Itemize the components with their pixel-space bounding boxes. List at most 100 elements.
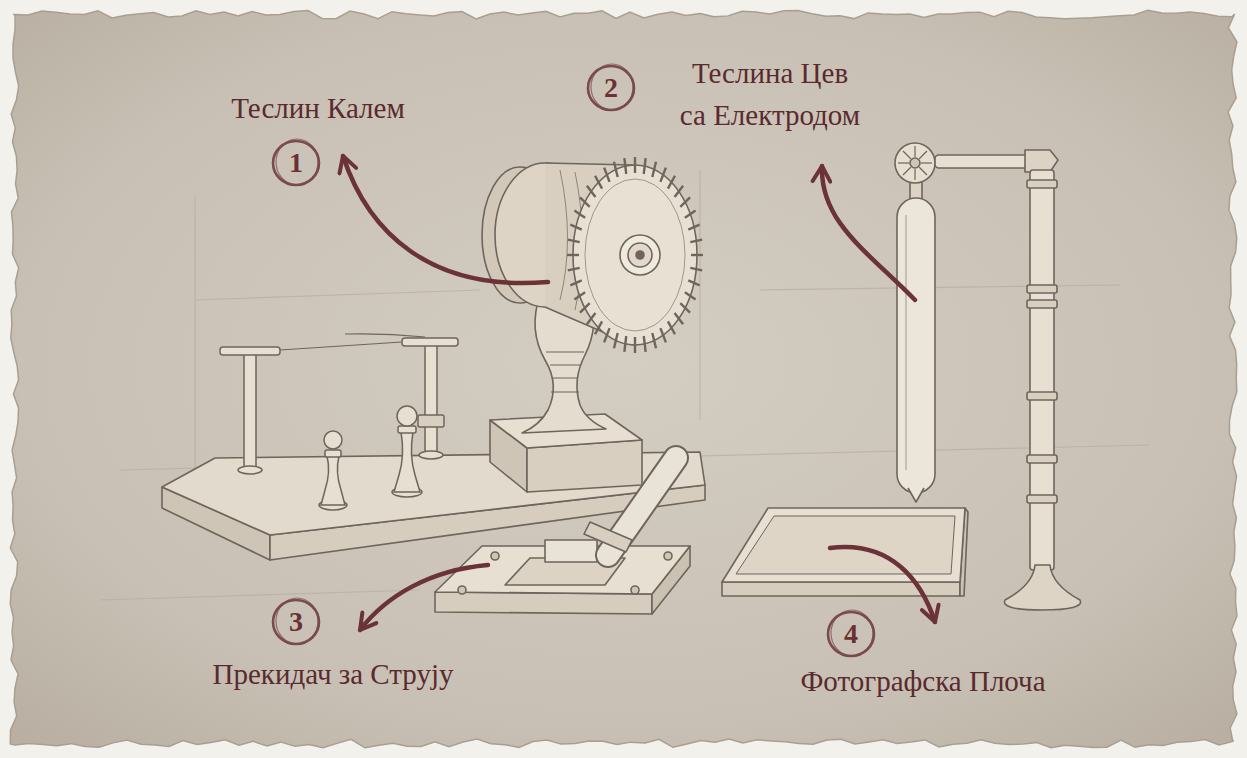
coil-teeth <box>660 168 665 182</box>
circle-outline <box>276 139 318 185</box>
electrode-pawns <box>325 450 341 457</box>
electrode-pawns <box>394 432 420 492</box>
electrode-pawns <box>319 406 422 510</box>
coil-teeth <box>574 292 585 299</box>
callout-number: 2 <box>604 74 618 102</box>
callout-circle: 4 <box>826 609 876 659</box>
electrode-spokes <box>919 151 927 159</box>
binding-posts <box>402 338 458 346</box>
tube-stand <box>935 150 1081 610</box>
coil-teeth <box>660 328 665 342</box>
tube-stand <box>1027 392 1057 400</box>
callout-number: 3 <box>289 608 303 636</box>
power-switch <box>631 586 639 594</box>
power-switch <box>458 586 466 594</box>
tube-stand <box>1030 170 1054 570</box>
tesla-coil <box>620 235 660 275</box>
power-switch <box>584 522 632 552</box>
coil-teeth <box>580 303 590 312</box>
coil-teeth <box>652 333 656 348</box>
binding-posts <box>419 451 443 459</box>
part-name: Фотографска Плоча <box>800 660 1045 702</box>
part-name: Прекидач за Струју <box>213 653 454 695</box>
binding-posts <box>238 466 262 474</box>
tube-stand <box>1027 285 1057 293</box>
electrode-spokes <box>903 151 911 159</box>
tesla-tube <box>895 143 935 183</box>
coil-teeth <box>595 321 602 334</box>
coil-teeth <box>652 162 656 177</box>
tesla-coil <box>573 165 697 345</box>
circle-outline <box>831 610 873 656</box>
electrode-spokes <box>914 146 915 157</box>
electrode-spokes <box>914 169 915 180</box>
callout-circle: 1 <box>271 138 321 188</box>
coil-teeth <box>675 186 683 197</box>
binding-posts <box>345 334 425 337</box>
tesla-coil <box>628 243 652 267</box>
tesla-tube <box>906 215 907 470</box>
part-name: Теслина Цев са Електродом <box>667 52 874 136</box>
callout-circle: 2 <box>586 63 636 113</box>
callout-number: 1 <box>289 149 303 177</box>
callout-number: 4 <box>844 620 858 648</box>
callout-circle: 3 <box>271 597 321 647</box>
tube-stand <box>1025 150 1058 172</box>
coil-teeth <box>668 321 675 334</box>
coil-teeth <box>690 268 702 271</box>
coil-teeth <box>668 176 675 189</box>
tube-stand <box>1004 565 1080 610</box>
coil-teeth <box>580 197 590 206</box>
coil-teeth <box>634 337 636 353</box>
coil-teeth <box>567 157 703 353</box>
room-lines <box>195 290 480 300</box>
coil-teeth <box>690 240 702 243</box>
power-switch <box>664 552 672 560</box>
tesla-coil <box>482 157 703 353</box>
coil-teeth <box>624 158 626 174</box>
circle-outline <box>276 598 318 644</box>
electrode-pawns <box>321 456 345 505</box>
coil-teeth <box>614 162 618 177</box>
tube-stand <box>1027 495 1057 503</box>
tube-stand <box>1027 455 1057 463</box>
room-lines <box>760 285 1120 290</box>
binding-posts <box>220 334 458 474</box>
coil-teeth <box>688 225 699 230</box>
parchment <box>10 10 1237 748</box>
electrode-spokes <box>898 162 909 163</box>
binding-posts <box>425 343 437 455</box>
coil-teeth <box>568 268 580 271</box>
electrode-spokes <box>921 162 932 163</box>
coil-teeth <box>691 254 703 256</box>
leader-arrows <box>343 156 935 630</box>
room-lines <box>699 170 700 420</box>
tesla-tube <box>895 143 935 502</box>
coil-teeth <box>688 280 699 285</box>
room-lines <box>100 590 420 600</box>
coil-teeth <box>570 225 581 230</box>
power-switch <box>435 592 652 614</box>
binding-posts <box>220 347 280 355</box>
coil-teeth <box>604 328 609 342</box>
coil-teeth <box>624 336 626 352</box>
tesla-coil <box>636 251 644 259</box>
photographic-plate <box>722 508 968 596</box>
coil-teeth <box>644 336 646 352</box>
power-switch <box>435 458 690 614</box>
coil-teeth <box>570 280 581 285</box>
coil-teeth <box>568 240 580 243</box>
leader-arrows <box>343 156 548 283</box>
electrode-pawns <box>397 406 417 426</box>
electrode-pawns <box>324 431 342 449</box>
power-switch <box>491 552 499 560</box>
room-lines <box>194 195 195 470</box>
electrode-spokes <box>919 167 927 175</box>
coil-teeth <box>680 303 690 312</box>
coil-teeth <box>614 333 618 348</box>
tesla-tube <box>908 488 924 502</box>
tesla-tube <box>910 158 920 168</box>
